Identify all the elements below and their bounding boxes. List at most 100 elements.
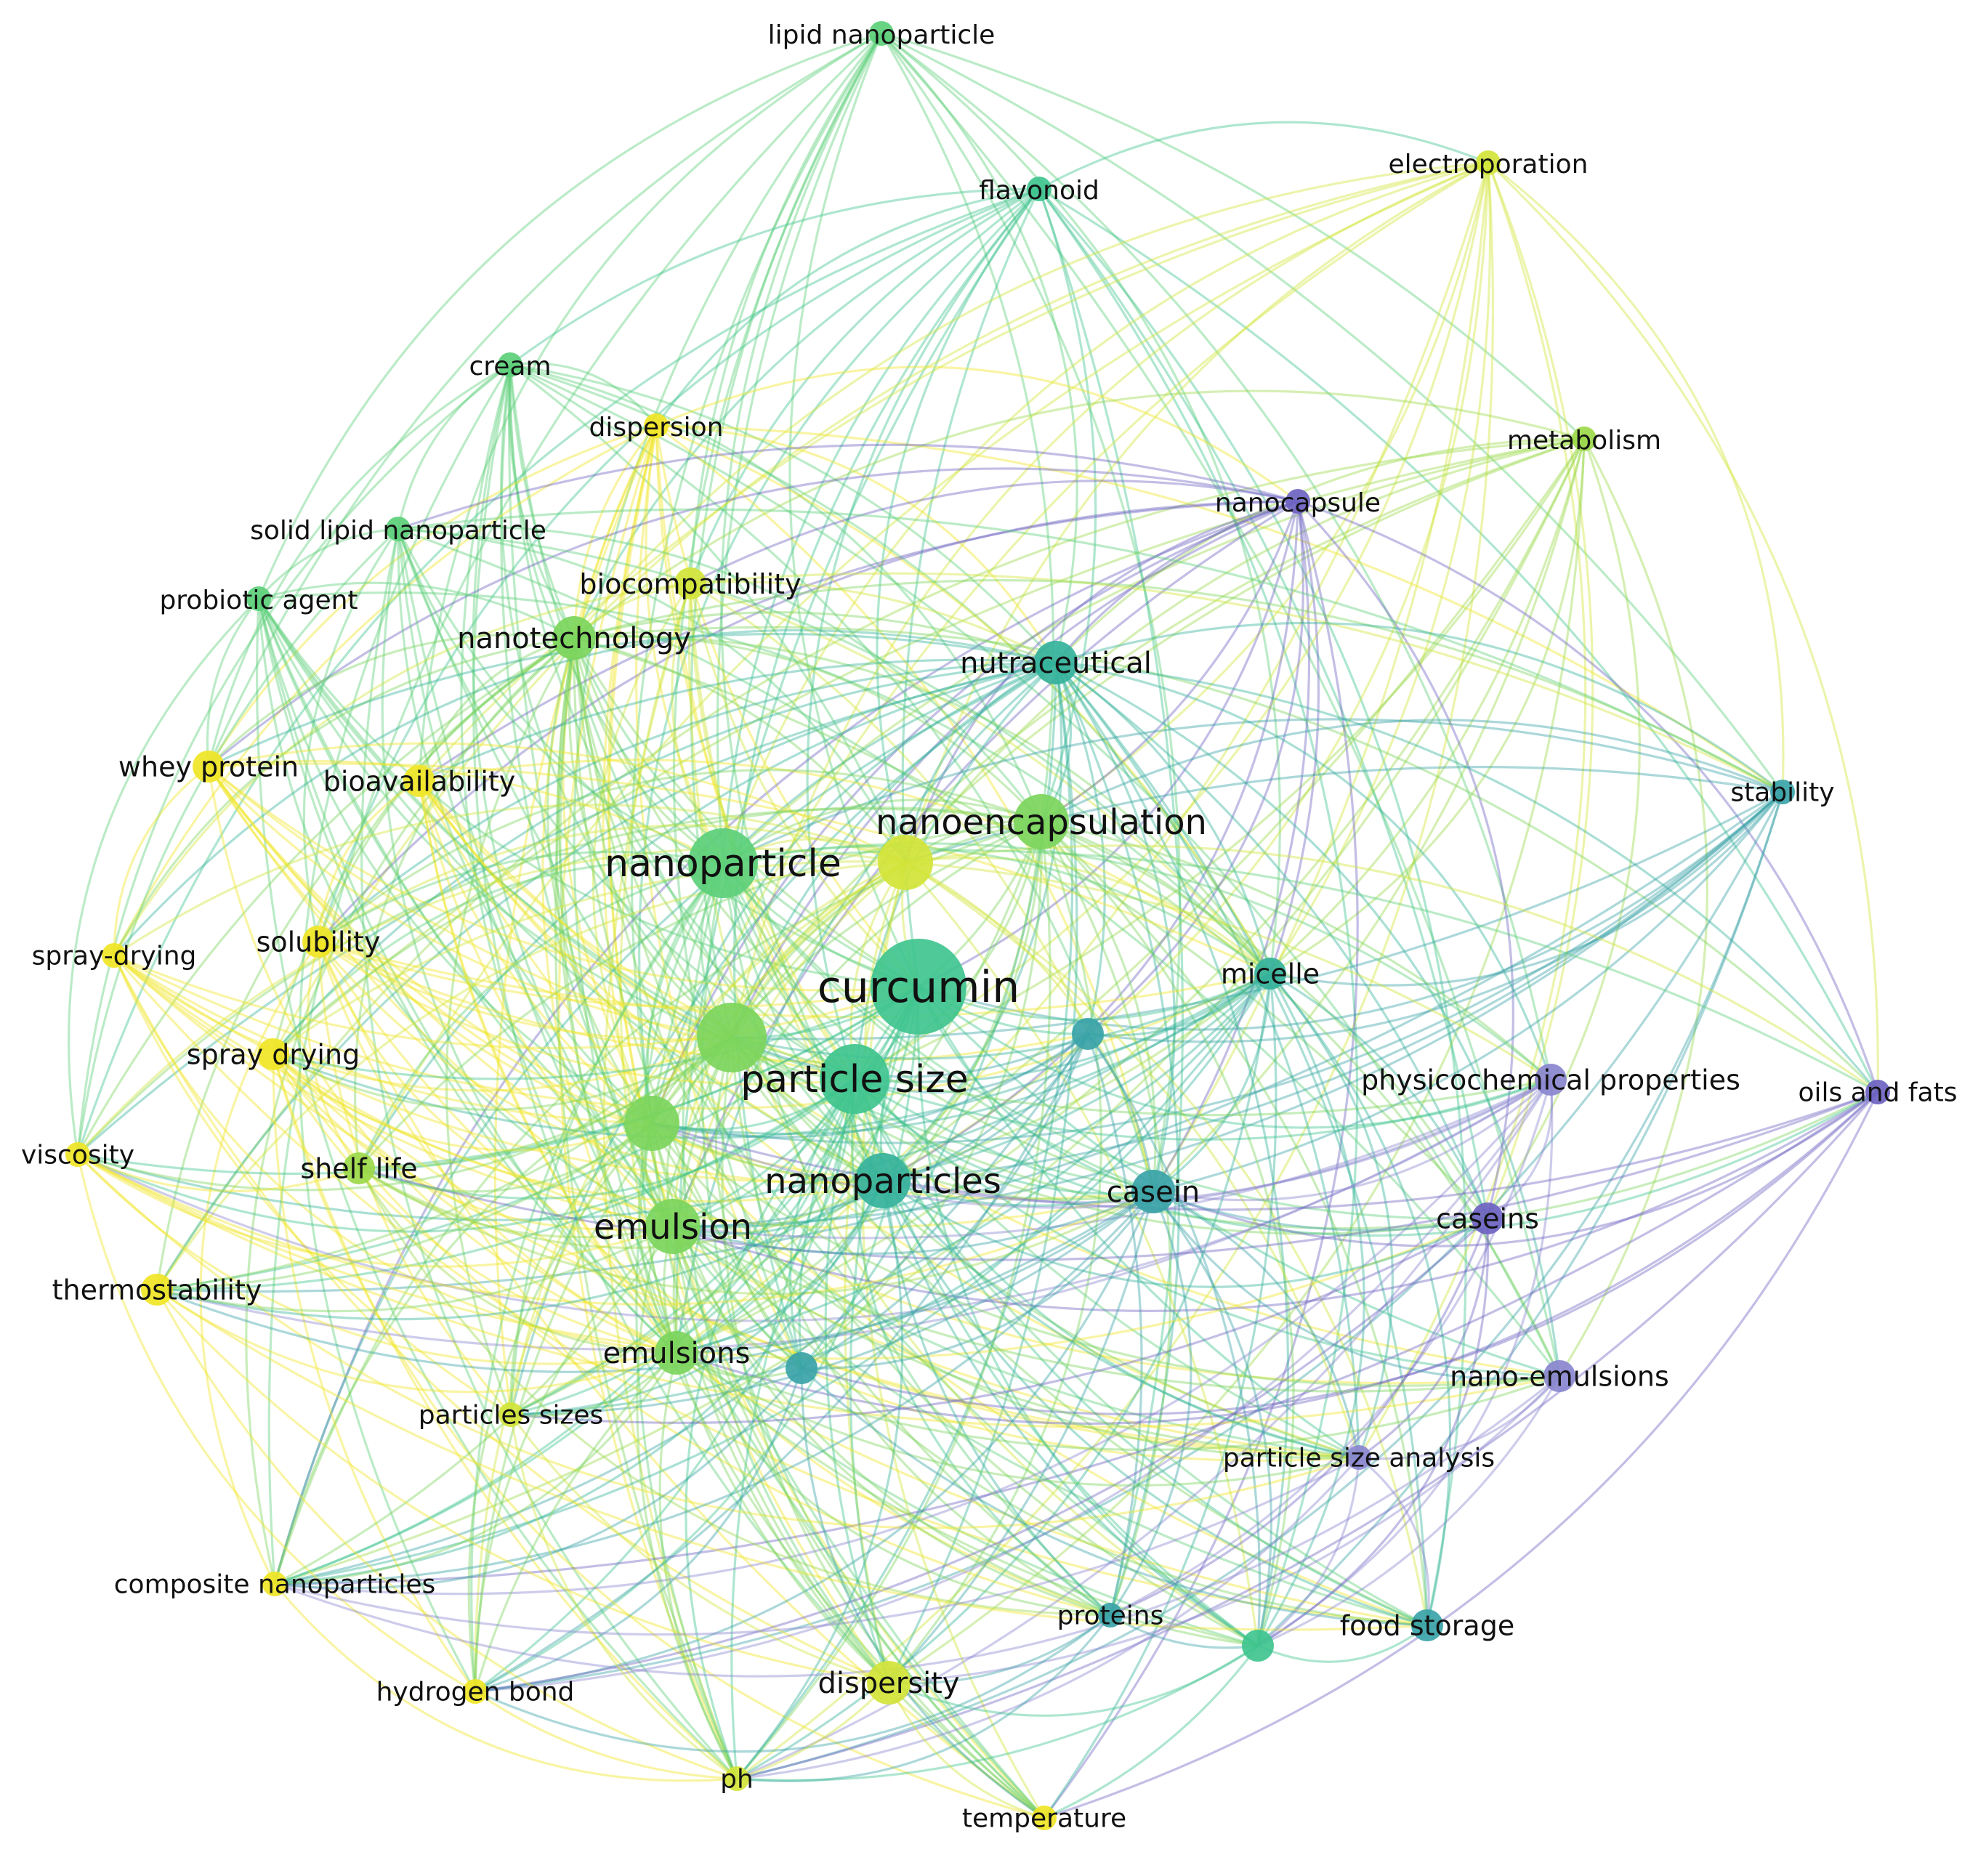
node-nanoencapsulation[interactable] [1014,794,1069,849]
network-link [1043,1091,1879,1819]
network-link [509,363,1043,823]
network-link [206,597,260,768]
network-link [1152,972,1272,1193]
node-emulsion[interactable] [645,1199,701,1254]
network-link [1109,1217,1489,1617]
node-composite-nanoparticles[interactable] [262,1572,287,1596]
network-link [1043,500,1359,1819]
network-link [602,424,890,1684]
node-nanotechnology[interactable] [552,616,596,660]
node-biocompatibility[interactable] [674,567,706,599]
network-link [1269,161,1492,975]
network-link [721,1036,1046,1819]
network-link [1486,161,1594,1220]
network-link [863,861,907,1182]
network-link [156,1078,856,1291]
network-link [156,985,920,1291]
network-link [500,363,674,1228]
network-link [418,500,1299,783]
node-particle-size[interactable] [820,1044,889,1114]
network-link [573,636,856,1080]
node-label-oils-and-fats: oils and fats [1798,1078,1957,1108]
network-link [156,1036,733,1291]
network-link [1256,1375,1561,1647]
node-dispersity[interactable] [867,1661,911,1705]
node-electroporation[interactable] [1476,150,1501,175]
node-unlabeled-green-large[interactable] [697,1003,767,1072]
node-nanoparticles[interactable] [855,1153,911,1208]
network-link [207,765,733,1039]
network-link [317,940,1360,1462]
node-lipid-nanoparticle[interactable] [869,21,894,46]
network-link [113,954,1429,1627]
node-solubility[interactable] [302,926,334,958]
network-link [671,582,724,865]
network-link [630,32,883,1125]
network-link [904,861,1360,1459]
node-unlabeled-green-mid[interactable] [624,1096,679,1151]
node-physicochemical-properties[interactable] [1535,1064,1567,1096]
network-link [904,861,1552,1081]
network-link [257,597,1429,1627]
node-caseins[interactable] [1472,1202,1503,1234]
node-nanocapsule[interactable] [1285,489,1310,514]
node-solid-lipid-nanoparticle[interactable] [386,517,411,541]
node-unlabeled-mint-small[interactable] [1242,1630,1274,1662]
node-particle-size-analysis[interactable] [1347,1445,1371,1470]
node-flavonoid[interactable] [1027,177,1051,201]
node-dispersion[interactable] [644,413,669,438]
network-link [722,862,884,1182]
network-link [272,437,1586,1056]
network-link [917,985,1360,1459]
node-nanoparticle[interactable] [688,828,758,898]
node-spray-drying-hyphen[interactable] [102,943,126,968]
node-nano-emulsions[interactable] [1543,1360,1575,1392]
node-whey-protein[interactable] [193,751,225,783]
network-link [76,1153,1561,1428]
node-proteins[interactable] [1098,1603,1123,1628]
network-link [671,1179,884,1235]
node-unlabeled-blue-teal[interactable] [786,1352,818,1384]
node-emulsions[interactable] [655,1331,698,1375]
network-link [245,636,576,1585]
network-link [853,972,1272,1083]
node-thermostability[interactable] [141,1274,173,1306]
node-ph[interactable] [724,1766,749,1791]
node-stability[interactable] [1770,780,1795,804]
network-link [1040,820,1295,1647]
network-link [1109,1078,1552,1617]
network-link [358,1122,653,1193]
network-link [1152,791,1784,1193]
network-link [671,1225,1360,1459]
node-particles-sizes[interactable] [498,1402,523,1427]
network-link [881,1078,1552,1204]
network-link [887,437,1586,1684]
node-hydrogen-bond[interactable] [463,1679,488,1704]
node-unlabeled-teal[interactable] [1072,1018,1104,1050]
network-link [207,632,1057,768]
node-shelf-life[interactable] [343,1152,375,1184]
network-link [358,1036,733,1170]
node-probiotic-agent[interactable] [246,586,271,611]
node-cream[interactable] [498,352,522,377]
node-curcumin[interactable] [871,939,966,1035]
node-nutraceutical[interactable] [1034,641,1078,684]
network-link [573,579,1784,793]
node-casein[interactable] [1131,1170,1175,1213]
node-label-solubility: solubility [257,926,381,958]
node-bioavailability[interactable] [403,765,435,797]
network-link [917,500,1299,988]
node-oils-and-fats[interactable] [1865,1080,1890,1104]
node-micelle[interactable] [1254,958,1286,990]
node-unlabeled-yellow-green[interactable] [878,835,933,890]
network-link [638,187,1041,1125]
network-link [674,861,907,1354]
node-spray-drying[interactable] [257,1038,289,1070]
node-metabolism[interactable] [1572,426,1597,451]
node-food-storage[interactable] [1411,1609,1443,1641]
network-link [507,363,576,639]
node-viscosity[interactable] [65,1142,90,1167]
network-link [554,636,738,1780]
node-temperature[interactable] [1032,1806,1057,1830]
